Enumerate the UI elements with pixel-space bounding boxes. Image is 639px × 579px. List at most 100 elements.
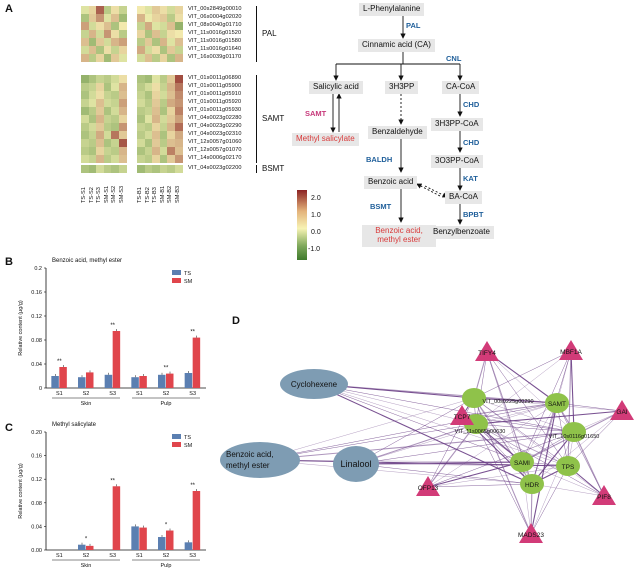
heatmap-group-bracket <box>256 75 257 163</box>
bar-ts <box>158 537 166 550</box>
heatmap-gene-label: VIT_11s0016g01640 <box>188 46 242 53</box>
heatmap-cell <box>103 115 112 123</box>
y-tick-label: 0.08 <box>31 338 42 344</box>
heatmap-cell <box>88 30 97 38</box>
heatmap-cell <box>88 107 97 115</box>
network-edge <box>475 423 533 485</box>
heatmap-cell <box>144 99 153 107</box>
heatmap-cell <box>144 30 153 38</box>
heatmap-cell <box>137 14 145 22</box>
bar-sm <box>112 331 121 388</box>
tf-label: GAI <box>616 409 627 416</box>
network-edge <box>531 431 575 485</box>
gene-node <box>562 422 586 442</box>
heatmap-cell <box>175 99 183 107</box>
network-edge <box>573 431 605 497</box>
y-axis-label: Relative content (μg/g) <box>18 300 24 356</box>
heatmap-cell <box>88 155 97 163</box>
heatmap-gene-label: VIT_11s0016g01520 <box>188 30 242 37</box>
heatmap-cell <box>175 115 183 123</box>
heatmap-cell <box>167 75 175 83</box>
heatmap-cell <box>144 131 153 139</box>
color-scale-legend: 2.0 1.0 0.0 -1.0 <box>297 190 337 270</box>
heatmap-cell <box>167 22 175 30</box>
heatmap-cell <box>96 115 104 123</box>
network-edge <box>313 383 558 404</box>
network-edge <box>461 402 558 417</box>
panel-letter-d: D <box>232 315 240 327</box>
heatmap-cell <box>137 123 145 131</box>
gene-label: VIT_10s0116g01650 <box>549 434 600 440</box>
heatmap-cell <box>137 54 145 62</box>
enzyme-pal: PAL <box>406 21 421 30</box>
network-edge <box>473 397 575 433</box>
bar-ts <box>78 377 86 388</box>
heatmap-cell <box>81 123 89 131</box>
network-edge <box>355 461 523 465</box>
heatmap-cell <box>137 107 145 115</box>
heatmap-cell <box>81 147 89 155</box>
node-benzoic-acid-methyl-ester-label: Benzoic acid, methyl ester <box>375 226 423 244</box>
heatmap-cell <box>88 22 97 30</box>
group-label: Skin <box>81 401 92 407</box>
y-tick-label: 0 <box>39 386 42 392</box>
panel-letter-a: A <box>5 3 13 15</box>
chart-title: Benzoic acid, methyl ester <box>52 258 122 264</box>
heatmap-cell <box>152 147 160 155</box>
heatmap-cell <box>96 123 104 131</box>
heatmap-cell <box>137 165 145 173</box>
heatmap-cell <box>152 83 160 91</box>
x-tick-label: S2 <box>163 391 170 397</box>
heatmap-cell <box>103 38 112 46</box>
network-edge <box>475 410 623 425</box>
heatmap-group-label: BSMT <box>262 164 285 173</box>
heatmap-cell <box>81 30 89 38</box>
heatmap-cell <box>175 107 183 115</box>
heatmap-cell <box>119 107 127 115</box>
network-edge <box>427 483 533 488</box>
legend-swatch <box>172 270 181 275</box>
network-edge <box>473 397 569 467</box>
heatmap-cell <box>175 14 183 22</box>
heatmap-cell <box>137 38 145 46</box>
heatmap-cell <box>137 99 145 107</box>
heatmap-cell <box>96 75 104 83</box>
heatmap-cell <box>111 165 119 173</box>
gene-label: SAMI <box>514 460 530 467</box>
network-edge <box>427 402 558 488</box>
x-tick-label: S3 <box>189 391 196 397</box>
tf-label: TIFY4 <box>478 350 496 357</box>
heatmap-cell <box>167 99 175 107</box>
node-benzoic-acid: Benzoic acid <box>364 176 418 189</box>
heatmap-cell <box>96 54 104 62</box>
tf-node <box>519 523 543 543</box>
heatmap-cell <box>159 99 168 107</box>
heatmap-cell <box>137 75 145 83</box>
heatmap-cell <box>88 115 97 123</box>
heatmap-cell <box>137 46 145 54</box>
heatmap-cell <box>144 46 153 54</box>
heatmap-cell <box>111 131 119 139</box>
heatmap-cell <box>137 131 145 139</box>
heatmap-cell <box>159 115 168 123</box>
gene-label: HDR <box>525 482 539 489</box>
heatmap-cell <box>167 131 175 139</box>
heatmap-cell <box>111 99 119 107</box>
bar-sm <box>166 530 174 550</box>
y-tick-label: 0.00 <box>31 548 42 554</box>
metabolite-label: Cyclohexene <box>291 380 338 389</box>
heatmap-cell <box>119 91 127 99</box>
tf-node <box>559 340 583 360</box>
heatmap-cell <box>96 30 104 38</box>
heatmap-cell <box>152 6 160 14</box>
network-edge <box>530 465 569 535</box>
heatmap-cell <box>175 22 183 30</box>
heatmap-cell <box>175 165 183 173</box>
heatmap-cell <box>137 115 145 123</box>
heatmap-cell <box>103 83 112 91</box>
gene-label: TPS <box>562 464 575 471</box>
heatmap-cell <box>152 165 160 173</box>
heatmap-cell <box>175 54 183 62</box>
bar-sm <box>112 486 121 550</box>
heatmap-cell <box>111 14 119 22</box>
